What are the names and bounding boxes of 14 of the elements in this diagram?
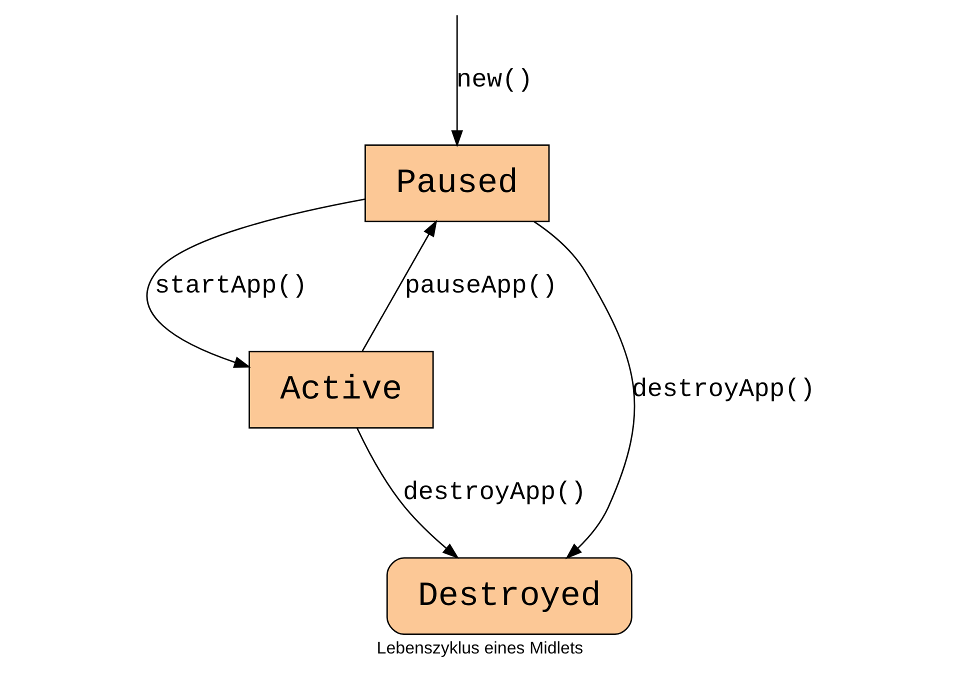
- node-box: Destroyed: [386, 557, 632, 635]
- arrow: [146, 198, 366, 368]
- caption: Lebenszyklus eines Midlets: [376, 638, 584, 658]
- arrow: [356, 428, 460, 559]
- node-box: Paused: [364, 144, 550, 222]
- arrow: [362, 220, 438, 352]
- edge-label: startApp(): [154, 272, 308, 301]
- edge-label: new(): [456, 65, 533, 94]
- edge-label: pauseApp(): [404, 272, 558, 301]
- arrow: [534, 221, 636, 560]
- arrow: [451, 15, 464, 148]
- node-box: Active: [248, 350, 434, 429]
- edge-label: destroyApp(): [402, 478, 586, 508]
- edge-label: destroyApp(): [632, 374, 816, 404]
